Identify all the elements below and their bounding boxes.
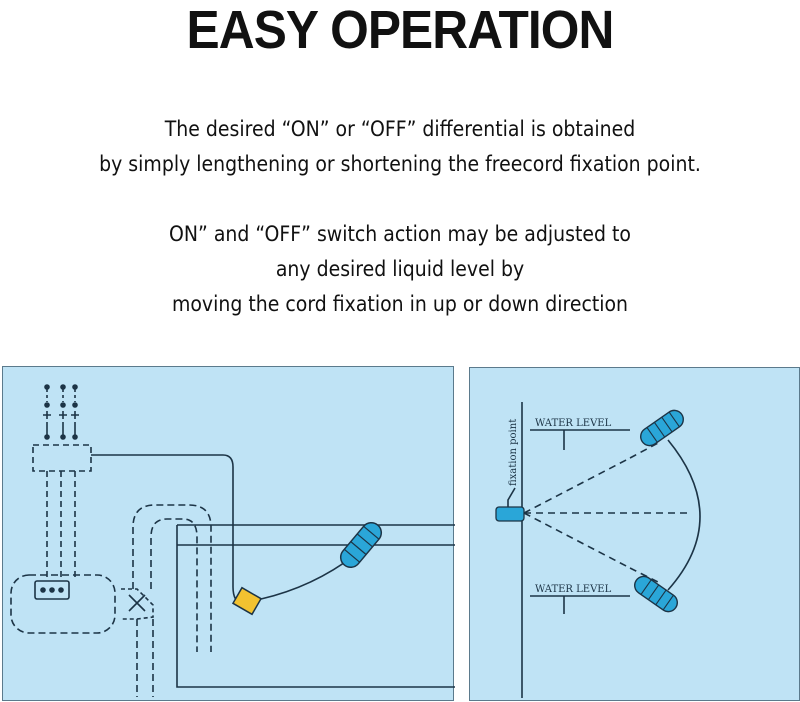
water-level-label-bottom: WATER LEVEL (535, 584, 612, 595)
description-line: ON” and “OFF” switch action may be adjus… (169, 222, 631, 246)
description-paragraph-1: The desired “ON” or “OFF” differential i… (40, 112, 760, 182)
description-line: The desired “ON” or “OFF” differential i… (164, 117, 636, 141)
description-line: any desired liquid level by (275, 257, 525, 281)
float-cable (91, 454, 244, 606)
installation-diagram (2, 366, 455, 701)
description-line: by simply lengthening or shortening the … (99, 152, 701, 176)
pump-icon (10, 574, 116, 634)
switch-angle-diagram: WATER LEVEL WATER LEVEL fixation point (469, 367, 800, 701)
water-level-label-top: WATER LEVEL (535, 418, 612, 429)
page-title: EASY OPERATION (186, 0, 615, 60)
fixation-point-icon (495, 506, 525, 522)
inlet-pipe (132, 504, 212, 652)
description-paragraph-2: ON” and “OFF” switch action may be adjus… (40, 217, 760, 322)
contactor-icon (43, 384, 79, 440)
float-arc (667, 439, 701, 591)
tank-walls (176, 525, 455, 688)
float-switch-icon (640, 409, 684, 447)
valve (121, 588, 154, 620)
float-switch-icon (339, 521, 383, 569)
fixation-point-label: fixation point (508, 419, 519, 486)
description-line: moving the cord fixation in up or down d… (171, 292, 629, 316)
installation-diagram-svg (10, 384, 455, 697)
counterweight-icon (231, 586, 263, 616)
float-switch-icon (634, 575, 678, 613)
switch-angle-diagram-svg: WATER LEVEL WATER LEVEL fixation point (495, 402, 701, 698)
control-box (32, 444, 92, 472)
